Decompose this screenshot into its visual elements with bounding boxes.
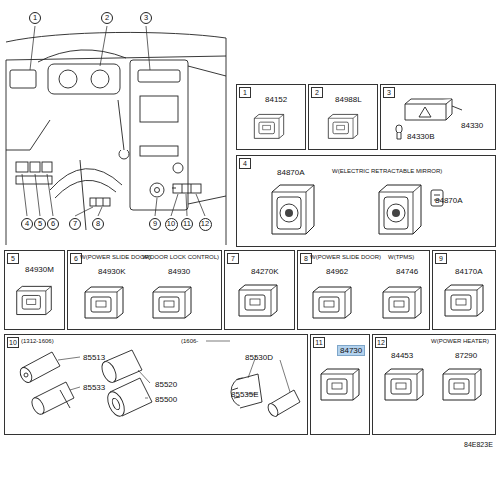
part-number: 84270K [251, 267, 279, 276]
panel-number: 12 [375, 337, 387, 348]
callout-text: 1 [33, 14, 37, 22]
panel-number: 9 [435, 253, 447, 264]
callout-number: 2 [101, 12, 113, 24]
panel-number: 4 [239, 158, 251, 169]
part-number: 84330B [407, 132, 435, 141]
panel-number: 2 [311, 87, 323, 98]
part-number: 85520 [155, 380, 177, 389]
application-note: W(TPMS) [388, 254, 414, 261]
application-note: (1606- [181, 338, 198, 345]
parts-panel: 7 84270K [224, 250, 295, 330]
parts-panel: 6W(POWER SLIDE DOOR)84930KW(DOOR LOCK CO… [67, 250, 222, 330]
callout-number: 11 [181, 218, 193, 230]
application-note: W(ELECTRIC RETRACTABLE MIRROR) [332, 168, 442, 175]
leader-lines [22, 26, 205, 216]
panel-number: 10 [7, 337, 19, 348]
part-number: 84870A [435, 196, 463, 205]
drawing-code: 84E823E [464, 441, 493, 449]
part-number: 84152 [265, 95, 287, 104]
callout-text: 8 [96, 220, 100, 228]
parts-panel: 9 84170A [432, 250, 496, 330]
part-number: 84988L [335, 95, 362, 104]
application-note: W(POWER SLIDE DOOR) [310, 254, 381, 261]
callout-text: 2 [105, 14, 109, 22]
callout-text: 4 [25, 220, 29, 228]
part-number: 85513 [83, 353, 105, 362]
part-number: 85533 [83, 383, 105, 392]
parts-panel: 10(1312-1606) 85513 85533 85520 85500 (1606- 8… [4, 334, 308, 435]
part-number: 87290 [455, 351, 477, 360]
part-number: 85500 [155, 395, 177, 404]
callout-text: 3 [144, 14, 148, 22]
parts-panel: 5 84930M [4, 250, 65, 330]
part-number: 84962 [326, 267, 348, 276]
switch-icons [17, 99, 483, 419]
callout-number: 5 [34, 218, 46, 230]
parts-panel: 3 84330 84330B [380, 84, 496, 150]
part-number: 84170A [455, 267, 483, 276]
callout-text: 5 [38, 220, 42, 228]
callout-text: 11 [183, 220, 191, 228]
panel-number: 3 [383, 87, 395, 98]
callout-number: 10 [165, 218, 178, 231]
callout-text: 9 [153, 220, 157, 228]
part-number: 84746 [396, 267, 418, 276]
callout-number: 4 [21, 218, 33, 230]
part-number: 84453 [391, 351, 413, 360]
parts-panel: 11 84730 [310, 334, 370, 435]
parts-panel: 2 84988L [308, 84, 378, 150]
callout-number: 12 [199, 218, 212, 231]
part-number: 84930 [168, 267, 190, 276]
panel-number: 5 [7, 253, 19, 264]
part-number: 84870A [277, 168, 305, 177]
callout-number: 7 [69, 218, 81, 230]
callout-number: 6 [47, 218, 59, 230]
panel-number: 11 [313, 337, 325, 348]
dashboard-drawing [6, 32, 226, 245]
callout-number: 8 [92, 218, 104, 230]
callout-text: 12 [201, 220, 209, 228]
application-note: W(POWER SLIDE DOOR) [80, 254, 151, 261]
parts-panel: 1 84152 [236, 84, 306, 150]
callout-number: 1 [29, 12, 41, 24]
application-note: W(POWER HEATER) [431, 338, 489, 345]
part-number: 85530D [245, 353, 273, 362]
callout-number: 3 [140, 12, 152, 24]
callout-number: 9 [149, 218, 161, 230]
callout-text: 7 [73, 220, 77, 228]
application-note: W(DOOR LOCK CONTROL) [142, 254, 219, 261]
parts-panel: 12 84453 W(POWER HEATER) 87290 [372, 334, 496, 435]
parts-panel: 8W(POWER SLIDE DOOR)84962W(TPMS)84746 [297, 250, 430, 330]
panel-number: 1 [239, 87, 251, 98]
part-number: 84330 [461, 121, 483, 130]
application-note: (1312-1606) [21, 338, 54, 345]
part-number: 84930M [25, 265, 54, 274]
callout-text: 6 [51, 220, 55, 228]
part-number: 85535E [231, 390, 259, 399]
panel-number: 7 [227, 253, 239, 264]
part-number: 84930K [98, 267, 126, 276]
callout-text: 10 [167, 220, 175, 228]
part-number: 84730 [337, 345, 365, 356]
parts-panel: 4 84870A W(ELECTRIC RETRACTABLE MIRROR) 848… [236, 155, 496, 247]
